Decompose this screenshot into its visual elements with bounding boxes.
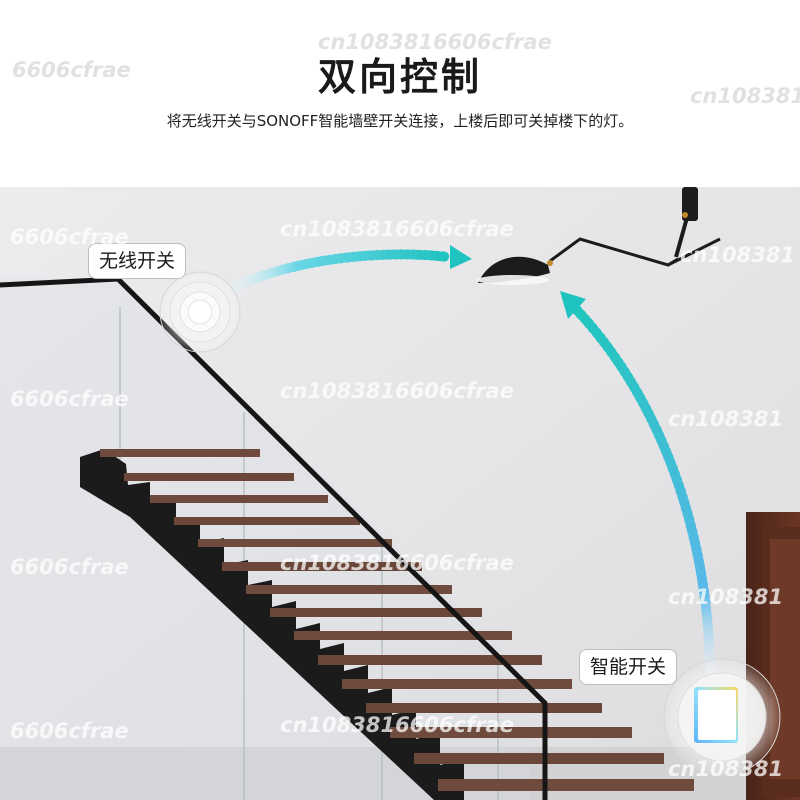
stair-treads (100, 449, 694, 791)
header: 双向控制 将无线开关与SONOFF智能墙壁开关连接，上楼后即可关掉楼下的灯。 6… (0, 0, 800, 187)
arrow-wireless-to-lamp (210, 249, 453, 302)
smart-switch-icon (663, 658, 781, 776)
scene-illustration (0, 187, 800, 800)
arrow-smart-to-lamp (569, 302, 716, 692)
wireless-switch-icon (159, 271, 241, 353)
staircase-scene: 无线开关 智能开关 6606cfrae cn1083816606cfrae cn… (0, 187, 800, 800)
lamp-icon (477, 187, 721, 285)
handrail (0, 276, 548, 800)
page-title: 双向控制 (317, 55, 482, 99)
page-subtitle: 将无线开关与SONOFF智能墙壁开关连接，上楼后即可关掉楼下的灯。 (166, 112, 634, 130)
smart-switch-label: 智能开关 (579, 649, 678, 685)
wireless-switch-label: 无线开关 (88, 243, 187, 279)
